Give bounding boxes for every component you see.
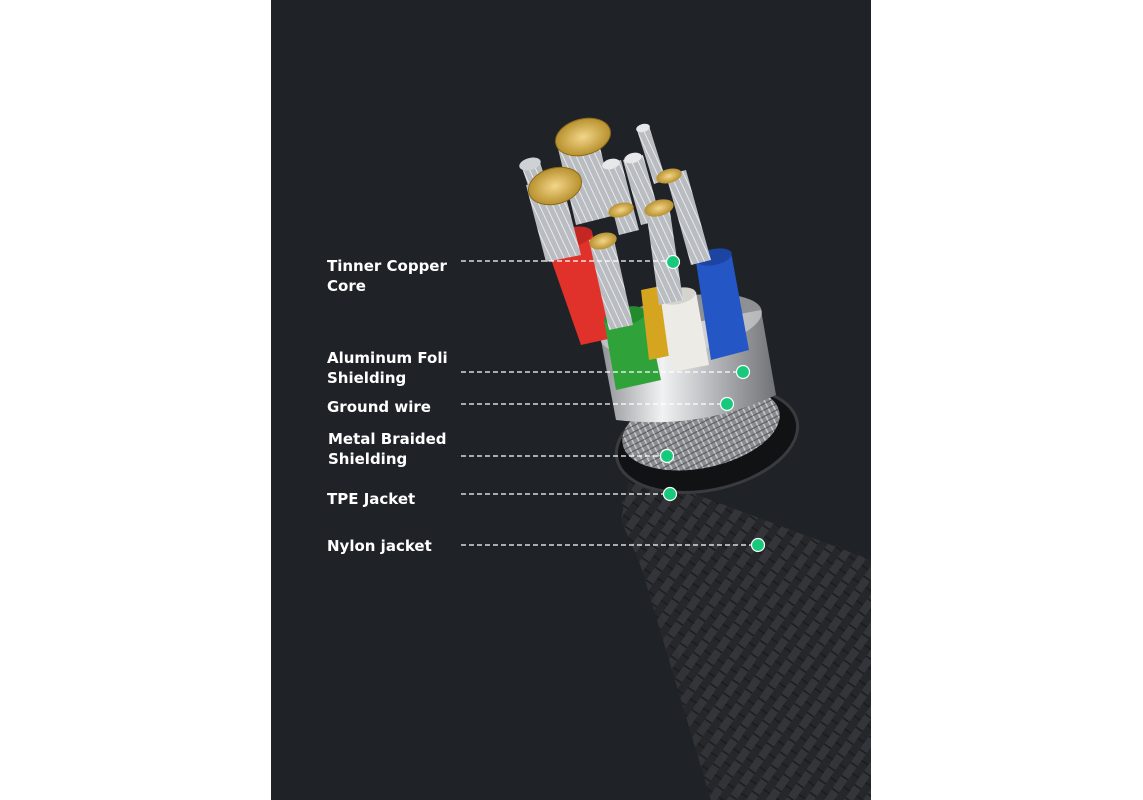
cable-diagram-panel: Tinner Copper Core Aluminum Foli Shieldi… <box>271 0 871 800</box>
leader-lines <box>461 260 756 546</box>
marker-nylon-jacket <box>750 537 766 553</box>
marker-aluminum-foil <box>735 364 751 380</box>
cable-illustration <box>461 117 871 800</box>
label-tinned-copper-core: Tinner Copper Core <box>327 257 447 295</box>
copper-core-ends <box>519 117 682 250</box>
label-nylon-jacket: Nylon jacket <box>327 537 432 555</box>
marker-tpe-jacket <box>662 486 678 502</box>
marker-ground-wire <box>719 396 735 412</box>
label-metal-braided-shielding: Metal Braided Shielding <box>328 430 447 468</box>
marker-metal-braid <box>659 448 675 464</box>
stranded-conductors <box>521 126 711 330</box>
marker-copper-core <box>665 254 681 270</box>
label-aluminum-foil-shielding: Aluminum Foli Shielding <box>327 349 448 387</box>
markers <box>659 254 766 553</box>
nylon-jacket-shape <box>621 470 871 800</box>
label-ground-wire: Ground wire <box>327 398 431 416</box>
label-tpe-jacket: TPE Jacket <box>327 490 416 508</box>
